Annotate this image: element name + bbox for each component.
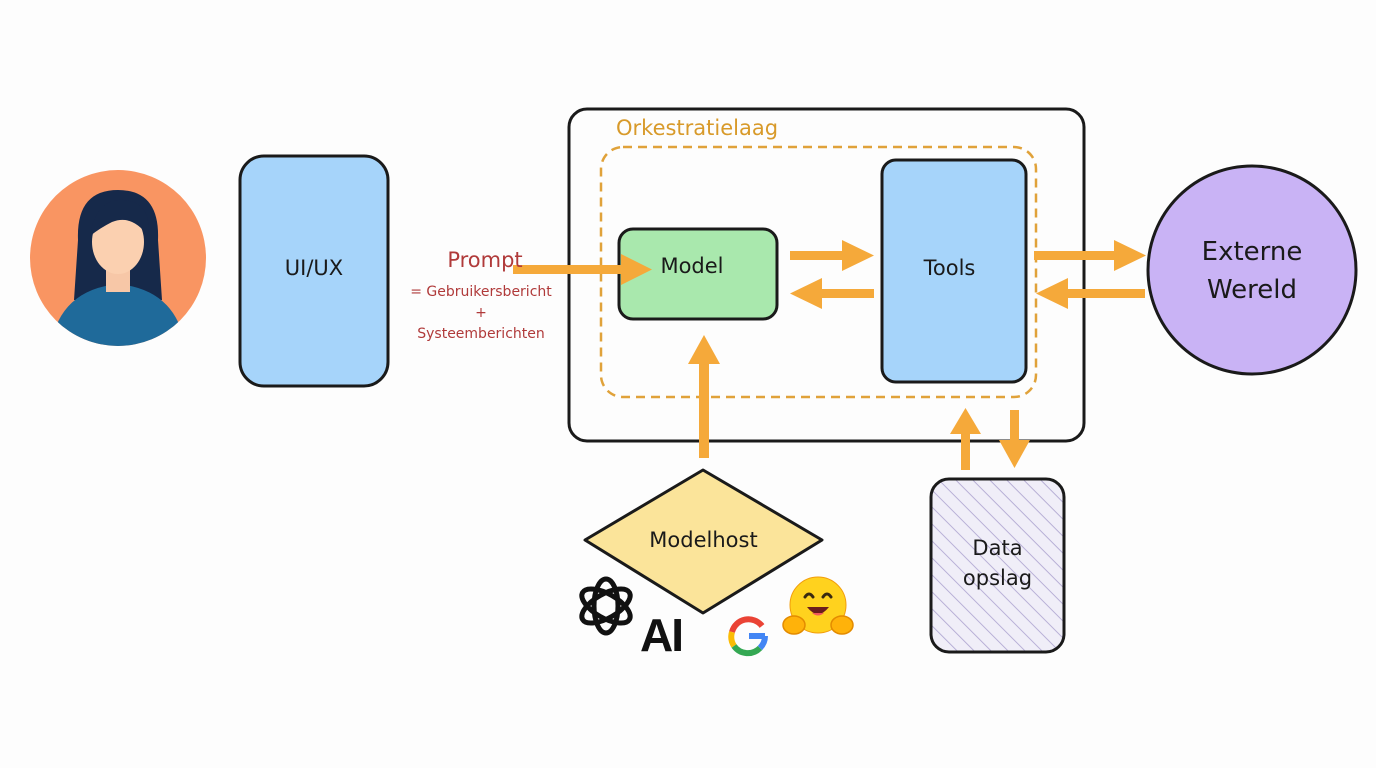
- prompt-plus-sign: +: [475, 305, 487, 321]
- model-label: Model: [660, 254, 724, 278]
- modelhost-to-model-arrow: [688, 335, 720, 458]
- ui-ux-box: [238, 154, 390, 388]
- user-avatar-icon: [30, 170, 206, 346]
- external-world-line2: Wereld: [1206, 275, 1298, 305]
- modelhost-diamond: [583, 468, 824, 615]
- data-storage-box: [929, 477, 1066, 654]
- anthropic-logo-icon: AI: [640, 609, 684, 661]
- prompt-system-messages: Systeemberichten: [417, 326, 545, 342]
- data-storage-line2: opslag: [962, 566, 1033, 590]
- tools-box: [880, 158, 1028, 384]
- tools-to-external-arrow: [1034, 240, 1146, 271]
- data-storage-line1: Data: [972, 536, 1023, 560]
- tools-to-model-arrow: [790, 278, 874, 309]
- orchestration-outer-box: [567, 107, 1086, 443]
- prompt-to-model-arrow: [513, 254, 652, 285]
- orchestration-layer-title: Orkestratielaag: [616, 116, 779, 140]
- openai-logo-icon: [579, 576, 633, 636]
- external-world-circle: [1146, 164, 1358, 376]
- tools-label: Tools: [923, 256, 976, 280]
- google-g-letter: G: [728, 612, 770, 658]
- tools-to-storage-arrow: [999, 410, 1030, 468]
- orchestration-layer-box: [599, 145, 1038, 399]
- hugging-face-logo-icon: [782, 576, 854, 635]
- ui-ux-label: UI/UX: [284, 256, 344, 280]
- prompt-user-message: = Gebruikersbericht: [410, 284, 552, 300]
- external-world-line1: Externe: [1201, 237, 1303, 267]
- external-to-tools-arrow: [1036, 278, 1145, 309]
- model-to-tools-arrow: [790, 240, 874, 271]
- modelhost-label: Modelhost: [649, 528, 758, 552]
- storage-to-tools-arrow: [950, 408, 981, 470]
- prompt-title: Prompt: [447, 248, 523, 272]
- google-logo-icon: [728, 616, 768, 657]
